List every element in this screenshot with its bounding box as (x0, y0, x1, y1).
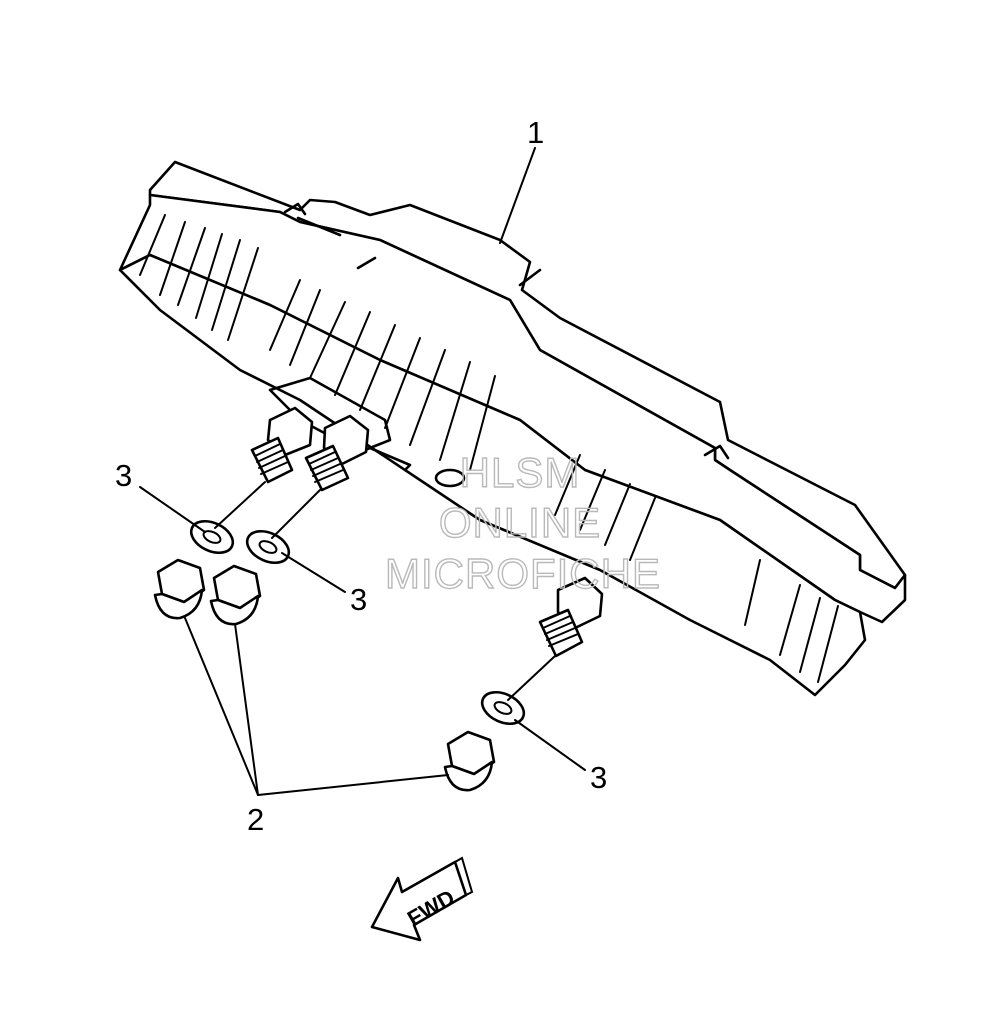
callout-part-3-lower-right: 3 (590, 760, 607, 795)
stud-bolt-left (250, 406, 314, 484)
fwd-arrow-icon: FWD (370, 856, 474, 942)
cap-nut-left (153, 558, 206, 620)
callout-part-3-upper-left: 3 (115, 458, 132, 493)
watermark-line-1: HLSM (460, 449, 581, 496)
washer-center (245, 529, 291, 565)
callout-part-1: 1 (527, 115, 544, 150)
assembly-lines (214, 481, 556, 701)
watermark-line-2: ONLINE (439, 499, 601, 546)
watermark: HLSM ONLINE MICROFICHE (384, 448, 661, 597)
callout-part-2: 2 (247, 802, 264, 837)
stud-bolt-center (304, 414, 370, 492)
stud-bolt-right (538, 576, 604, 658)
cap-nut-center (209, 564, 262, 626)
cap-nut-right (443, 730, 496, 792)
washer-left (189, 519, 235, 555)
watermark-line-3: MICROFICHE (385, 550, 661, 597)
washer-right (480, 690, 526, 726)
leader-lines (139, 147, 586, 796)
callout-part-3-center: 3 (350, 582, 367, 617)
